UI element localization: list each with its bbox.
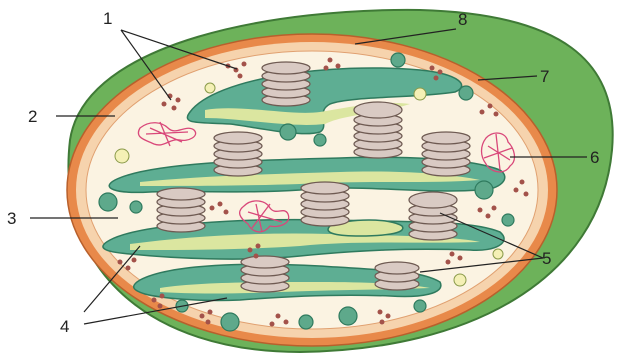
granum-3: [214, 132, 262, 176]
granum-4: [422, 132, 470, 176]
granum-5: [157, 188, 205, 232]
label-4: 4: [60, 317, 69, 336]
granum-6: [301, 182, 349, 226]
label-6: 6: [590, 148, 599, 167]
granum-2: [354, 102, 402, 158]
label-5: 5: [542, 249, 551, 268]
granum-8: [241, 256, 289, 292]
label-3: 3: [7, 209, 16, 228]
label-1: 1: [103, 9, 112, 28]
granum-9: [375, 262, 419, 290]
label-7: 7: [540, 67, 549, 86]
granum-7: [409, 192, 457, 240]
granum-1: [262, 62, 310, 106]
label-2: 2: [28, 107, 37, 126]
label-8: 8: [458, 10, 467, 29]
